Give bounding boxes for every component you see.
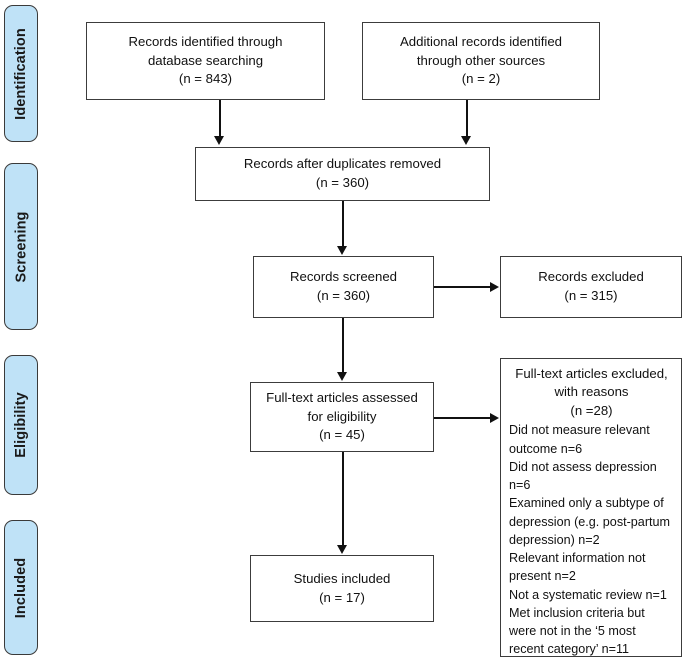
box-records-identified-database[interactable]: Records identified through database sear…	[86, 22, 325, 100]
box-fulltext-assessed[interactable]: Full-text articles assessed for eligibil…	[250, 382, 434, 452]
box-records-screened-count: (n = 360)	[316, 288, 371, 303]
connector-fulltext-to-included	[342, 452, 344, 547]
box-records-excluded-line1: Records excluded	[538, 269, 644, 285]
arrowhead-fulltext-to-included	[337, 545, 347, 554]
box-records-identified-database-line1: Records identified through	[128, 33, 283, 49]
exclusion-reason: Did not assess depression n=6	[509, 459, 657, 493]
exclusion-reason: Examined only a subtype of depression (e…	[509, 496, 671, 547]
box-fulltext-assessed-count: (n = 45)	[319, 427, 365, 443]
box-fulltext-excluded-head2: with reasons	[554, 384, 629, 400]
box-records-excluded-count: (n = 315)	[564, 288, 618, 303]
box-records-identified-other-count: (n = 2)	[461, 71, 501, 87]
box-records-screened[interactable]: Records screened (n = 360)	[253, 256, 434, 318]
box-fulltext-assessed-line1: Full-text articles assessed	[266, 389, 418, 405]
box-records-identified-other[interactable]: Additional records identified through ot…	[362, 22, 600, 100]
arrowhead-fulltext-to-excluded-reasons	[490, 412, 499, 423]
stage-tab-included-label: Included	[13, 557, 30, 618]
box-records-identified-database-line2: database searching	[147, 52, 264, 68]
box-studies-included-line1: Studies included	[293, 570, 391, 586]
box-records-after-duplicates-removed[interactable]: Records after duplicates removed (n = 36…	[195, 147, 490, 201]
connector-duplicates-to-screened	[342, 201, 344, 248]
connector-database-to-duplicates	[219, 100, 221, 138]
connector-screened-to-fulltext	[342, 318, 344, 374]
stage-tab-eligibility[interactable]: Eligibility	[4, 355, 38, 495]
box-fulltext-excluded-head1: Full-text articles excluded,	[515, 366, 668, 381]
arrowhead-screened-to-fulltext	[337, 372, 347, 381]
stage-tab-identification[interactable]: Identification	[4, 5, 38, 142]
box-records-identified-other-line2: through other sources	[416, 52, 546, 68]
stage-tab-identification-label: Identification	[13, 27, 29, 120]
exclusion-reason-list: Did not measure relevant outcome n=6 Did…	[509, 421, 674, 658]
box-fulltext-excluded-with-reasons[interactable]: Full-text articles excluded, with reason…	[500, 358, 682, 657]
arrowhead-other-to-duplicates	[461, 136, 471, 145]
box-studies-included[interactable]: Studies included (n = 17)	[250, 555, 434, 622]
arrowhead-duplicates-to-screened	[337, 246, 347, 255]
exclusion-reason: Relevant information not present n=2	[509, 551, 646, 584]
connector-screened-to-excluded	[434, 286, 491, 288]
exclusion-reason: Did not measure relevant outcome n=6	[509, 423, 650, 456]
box-fulltext-excluded-count: (n =28)	[570, 402, 613, 418]
box-records-after-duplicates-removed-line1: Records after duplicates removed	[243, 156, 442, 172]
exclusion-reason: Not a systematic review n=1	[509, 587, 667, 602]
box-records-identified-other-line1: Additional records identified	[399, 33, 562, 49]
stage-tab-screening-label: Screening	[13, 210, 30, 283]
box-fulltext-assessed-line2: for eligibility	[307, 408, 377, 424]
box-records-screened-line1: Records screened	[289, 269, 398, 285]
stage-tab-included[interactable]: Included	[4, 520, 38, 655]
connector-fulltext-to-excluded-reasons	[434, 417, 491, 419]
box-records-excluded[interactable]: Records excluded (n = 315)	[500, 256, 682, 318]
box-records-identified-database-count: (n = 843)	[178, 71, 233, 87]
arrowhead-database-to-duplicates	[214, 136, 224, 145]
connector-other-to-duplicates	[466, 100, 468, 138]
stage-tab-screening[interactable]: Screening	[4, 163, 38, 330]
exclusion-reason: Met inclusion criteria but were not in t…	[509, 605, 645, 657]
box-studies-included-count: (n = 17)	[319, 589, 365, 605]
stage-tab-eligibility-label: Eligibility	[13, 392, 29, 458]
box-records-after-duplicates-removed-count: (n = 360)	[315, 175, 370, 190]
arrowhead-screened-to-excluded	[490, 281, 499, 292]
